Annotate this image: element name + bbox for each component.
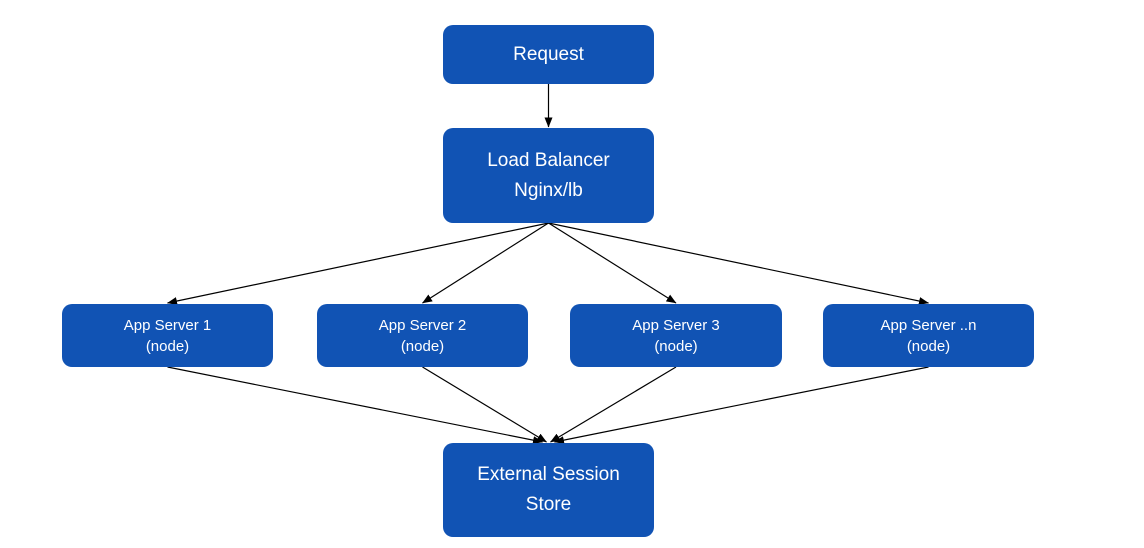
node-load-balancer: Load Balancer Nginx/lb (443, 128, 654, 223)
node-app-server-2-line1: App Server 2 (378, 316, 467, 334)
node-external-session-store-line1: External Session (477, 464, 620, 485)
node-app-server-n: App Server ..n (node) (823, 304, 1034, 367)
node-app-server-3-line1: App Server 3 (632, 316, 720, 334)
node-app-server-2-line2: (node) (400, 337, 445, 355)
node-app-server-2: App Server 2 (node) (317, 304, 528, 367)
node-external-session-store: External Session Store (443, 443, 654, 537)
edge-app_server_3-to-session_store (550, 366, 677, 443)
node-app-server-n-line2: (node) (906, 337, 951, 355)
edge-load_balancer-to-app_server_2 (422, 222, 549, 304)
node-app-server-3-line2: (node) (654, 337, 698, 355)
edge-load_balancer-to-app_server_3 (548, 222, 677, 304)
node-app-server-1: App Server 1 (node) (62, 304, 273, 367)
node-load-balancer-line2: Nginx/lb (514, 179, 583, 201)
node-app-server-n-line1: App Server ..n (880, 316, 977, 334)
node-external-session-store-line2: Store (525, 494, 572, 515)
node-load-balancer-line1: Load Balancer (487, 149, 610, 171)
node-app-server-1-line1: App Server 1 (123, 316, 212, 334)
edge-load_balancer-to-app_server_1 (167, 222, 549, 305)
node-app-server-3: App Server 3 (node) (570, 304, 782, 367)
node-app-server-1-line2: (node) (145, 337, 190, 355)
edge-app_server_n-to-session_store (554, 366, 929, 445)
node-request-label: Request (513, 43, 584, 65)
edge-load_balancer-to-app_server_n (548, 222, 929, 305)
node-request: Request (443, 25, 654, 84)
edge-app_server_1-to-session_store (167, 366, 543, 445)
edge-app_server_2-to-session_store (422, 366, 547, 443)
